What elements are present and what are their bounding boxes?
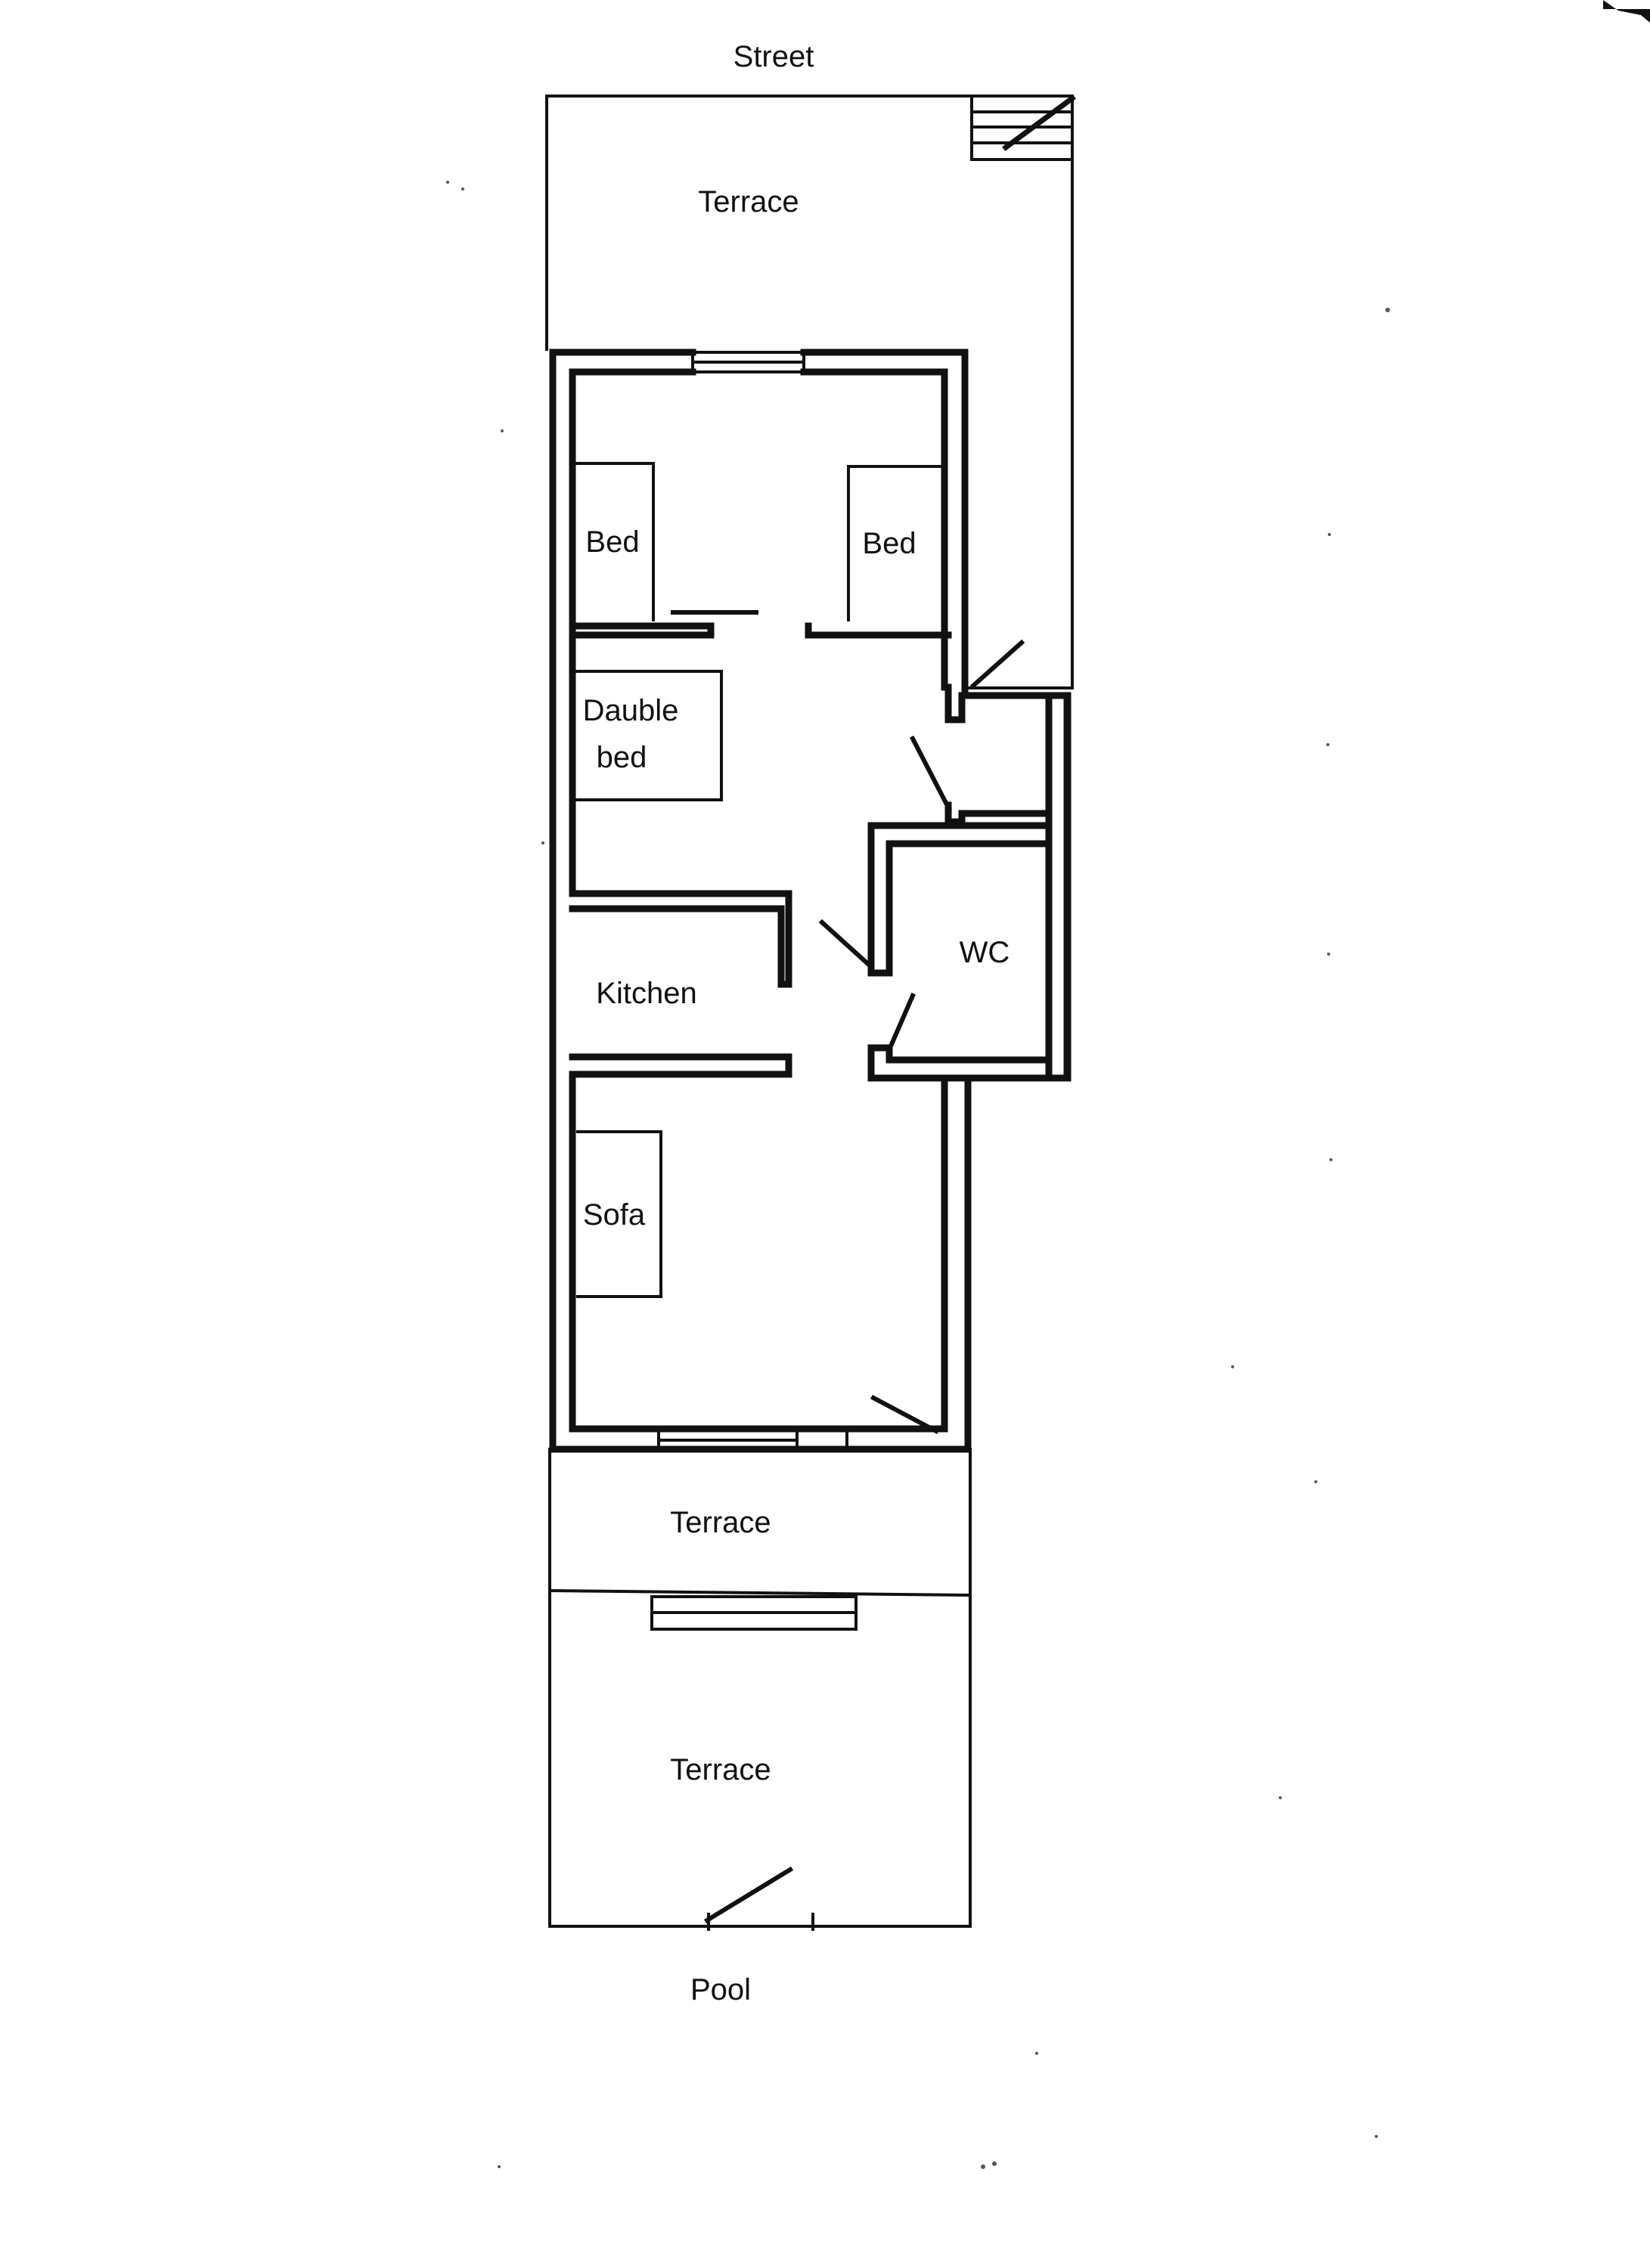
label-pool: Pool bbox=[690, 1973, 751, 2006]
entry-closet bbox=[944, 683, 1072, 1082]
label-wc: WC bbox=[960, 936, 1010, 969]
front-window bbox=[691, 351, 805, 373]
back-window bbox=[657, 1429, 848, 1452]
double-bedroom-kitchen-divider bbox=[569, 890, 792, 988]
labels: Street Terrace Bed Bed Dauble bed WC Kit… bbox=[583, 40, 1010, 2006]
kitchen-living-divider bbox=[569, 1053, 792, 1078]
wc-walls bbox=[867, 822, 1053, 1082]
furniture bbox=[571, 462, 941, 1298]
label-terrace-garden: Terrace bbox=[670, 1753, 771, 1786]
scan-specks bbox=[446, 181, 1390, 2169]
outer-walls bbox=[549, 349, 1071, 1453]
corner-mark bbox=[1603, 0, 1650, 23]
label-double-bed-line1: Dauble bbox=[583, 694, 679, 727]
label-street: Street bbox=[734, 40, 814, 73]
label-sofa: Sofa bbox=[583, 1198, 646, 1232]
bench bbox=[650, 1595, 858, 1631]
stair bbox=[970, 94, 1076, 161]
label-kitchen: Kitchen bbox=[596, 977, 696, 1010]
door-swings bbox=[671, 610, 1025, 1924]
front-terrace-outline bbox=[545, 94, 1074, 689]
label-bed-right: Bed bbox=[862, 527, 916, 560]
plan-drawing bbox=[545, 0, 1650, 1931]
back-terraces bbox=[547, 1448, 972, 1931]
label-double-bed-line2: bed bbox=[597, 741, 647, 774]
bedroom-divider bbox=[569, 622, 952, 643]
label-terrace-front: Terrace bbox=[698, 185, 799, 218]
label-terrace-back: Terrace bbox=[670, 1506, 771, 1539]
label-bed-left: Bed bbox=[585, 525, 639, 559]
